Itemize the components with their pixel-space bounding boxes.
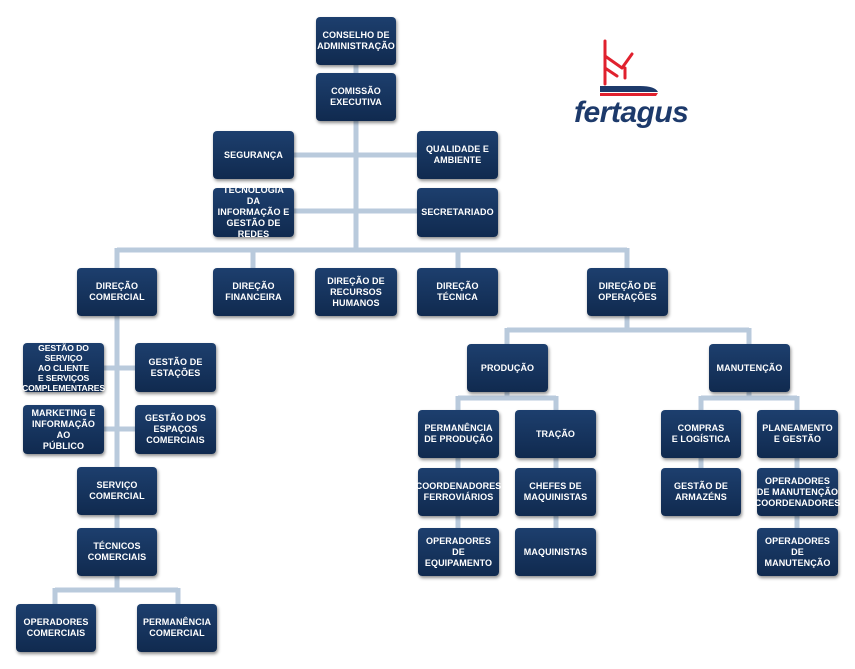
node-planeamento-gestao[interactable]: PLANEAMENTO E GESTÃO	[757, 410, 838, 458]
node-direcao-financeira[interactable]: DIREÇÃO FINANCEIRA	[213, 268, 294, 316]
node-qualidade-ambiente[interactable]: QUALIDADE E AMBIENTE	[417, 131, 498, 179]
node-operadores-equipamento[interactable]: OPERADORES DE EQUIPAMENTO	[418, 528, 499, 576]
node-direcao-comercial[interactable]: DIREÇÃO COMERCIAL	[77, 268, 157, 316]
node-maquinistas[interactable]: MAQUINISTAS	[515, 528, 596, 576]
node-marketing-informacao[interactable]: MARKETING E INFORMAÇÃO AO PÚBLICO	[23, 405, 104, 454]
node-conselho-administracao[interactable]: CONSELHO DE ADMINISTRAÇÃO	[316, 17, 396, 65]
node-gestao-estacoes[interactable]: GESTÃO DE ESTAÇÕES	[135, 343, 216, 392]
node-manutencao[interactable]: MANUTENÇÃO	[709, 344, 790, 392]
node-permanencia-comercial[interactable]: PERMANÊNCIA COMERCIAL	[137, 604, 217, 652]
node-tracao[interactable]: TRAÇÃO	[515, 410, 596, 458]
brand-wordmark: fertagus	[574, 96, 689, 129]
node-operadores-manutencao[interactable]: OPERADORES DE MANUTENÇÃO	[757, 528, 838, 576]
fertagus-train-logo-icon	[600, 39, 658, 96]
node-chefes-maquinistas[interactable]: CHEFES DE MAQUINISTAS	[515, 468, 596, 516]
node-direcao-operacoes[interactable]: DIREÇÃO DE OPERAÇÕES	[587, 268, 668, 316]
node-permanencia-producao[interactable]: PERMANÊNCIA DE PRODUÇÃO	[418, 410, 499, 458]
node-seguranca[interactable]: SEGURANÇA	[213, 131, 294, 179]
node-direcao-recursos-humanos[interactable]: DIREÇÃO DE RECURSOS HUMANOS	[315, 268, 397, 316]
node-comissao-executiva[interactable]: COMISSÃO EXECUTIVA	[316, 73, 396, 121]
node-gestao-armazens[interactable]: GESTÃO DE ARMAZÉNS	[661, 468, 741, 516]
node-gestao-espacos-comerciais[interactable]: GESTÃO DOS ESPAÇOS COMERCIAIS	[135, 405, 216, 454]
node-gestao-servico-cliente[interactable]: GESTÃO DO SERVIÇO AO CLIENTE E SERVIÇOS …	[22, 342, 105, 393]
node-operadores-comerciais[interactable]: OPERADORES COMERCIAIS	[16, 604, 96, 652]
node-producao[interactable]: PRODUÇÃO	[467, 344, 548, 392]
node-tecnicos-comerciais[interactable]: TÉCNICOS COMERCIAIS	[77, 528, 157, 576]
node-secretariado[interactable]: SECRETARIADO	[417, 188, 498, 237]
node-tecnologia-informacao[interactable]: TECNOLOGIA DA INFORMAÇÃO E GESTÃO DE RED…	[213, 185, 294, 239]
node-compras-logistica[interactable]: COMPRAS E LOGÍSTICA	[661, 410, 741, 458]
node-coordenadores-ferroviarios[interactable]: COORDENADORES FERROVIÁRIOS	[416, 468, 501, 516]
node-operadores-manutencao-coordenadores[interactable]: OPERADORES DE MANUTENÇÃO COORDENADORES	[755, 468, 840, 516]
node-servico-comercial[interactable]: SERVIÇO COMERCIAL	[77, 467, 157, 515]
node-direcao-tecnica[interactable]: DIREÇÃO TÉCNICA	[417, 268, 498, 316]
